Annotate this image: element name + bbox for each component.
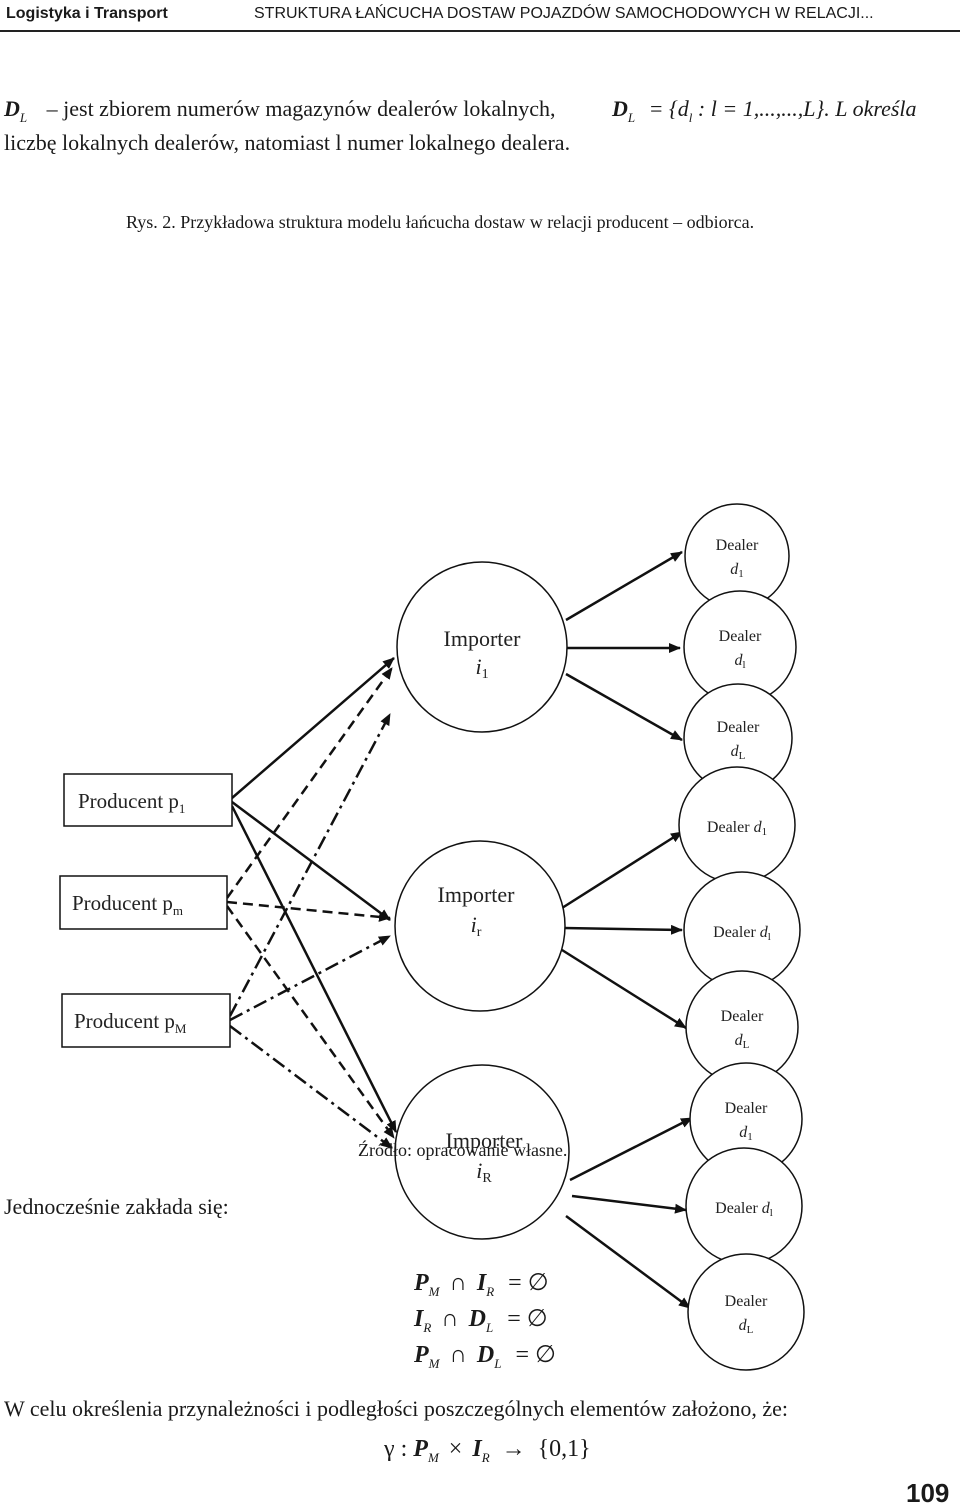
running-title: STRUKTURA ŁAŃCUCHA DOSTAW POJAZDÓW SAMOC… — [254, 5, 874, 22]
edge-ir-dL — [561, 948, 687, 1030]
edge-i1-dL — [565, 672, 683, 742]
figure-source: Źródło: opracowanie własne. — [358, 1140, 568, 1160]
svg-text:dL: dL — [739, 1317, 754, 1336]
edge-iR-dL — [565, 1214, 691, 1310]
edge-pM-iR — [229, 1025, 393, 1149]
svg-text:Importer: Importer — [446, 1128, 524, 1153]
svg-text:Dealer: Dealer — [717, 719, 760, 736]
edge-p1-iR — [230, 805, 398, 1133]
dealer-7: Dealer d1 — [689, 1062, 803, 1176]
svg-text:Dealer: Dealer — [716, 537, 759, 554]
dealer-1: Dealer d1 — [684, 503, 790, 609]
svg-text:dL: dL — [731, 743, 746, 762]
svg-text:Producent pm: Producent pm — [72, 891, 183, 918]
importer-i1: Importer i1 — [396, 561, 568, 733]
supply-chain-diagram: Producent p1 Producent pm Producent pM I… — [59, 503, 805, 1371]
producer-pm: Producent pm — [59, 875, 228, 930]
importer-iR: Importer iR — [394, 1064, 570, 1240]
svg-text:i1: i1 — [475, 654, 488, 682]
equation-2: IR ∩ DL = ∅ — [414, 1306, 548, 1335]
svg-text:Producent pM: Producent pM — [74, 1009, 187, 1036]
producer-p1: Producent p1 — [63, 773, 233, 827]
dealer-3: Dealer dL — [683, 683, 793, 793]
gamma-mapping: γ : PM × IR → {0,1} — [384, 1436, 591, 1465]
edge-i1-d1 — [565, 550, 683, 622]
paragraph-2: W celu określenia przynależności i podle… — [4, 1396, 788, 1421]
svg-text:ir: ir — [471, 912, 482, 940]
svg-text:Dealer: Dealer — [719, 628, 762, 645]
intro-line-2: liczbę lokalnych dealerów, natomiast l n… — [4, 130, 571, 155]
edge-p1-i1 — [231, 657, 395, 799]
svg-text:Dealer: Dealer — [725, 1100, 768, 1117]
journal-name: Logistyka i Transport — [6, 5, 168, 22]
svg-text:Dealer: Dealer — [721, 1008, 764, 1025]
svg-text:Importer: Importer — [438, 882, 516, 907]
svg-text:iR: iR — [476, 1158, 492, 1186]
edge-iR-d1 — [569, 1116, 693, 1182]
figure-caption: Rys. 2. Przykładowa struktura modelu łań… — [126, 212, 755, 232]
edge-pm-iR — [225, 905, 396, 1139]
edge-pM-ir — [229, 934, 391, 1022]
importer-ir: Importer ir — [394, 840, 566, 1012]
equation-3: PM ∩ DL = ∅ — [414, 1342, 556, 1371]
svg-text:Producent p1: Producent p1 — [78, 789, 185, 816]
equation-1: PM ∩ IR = ∅ — [414, 1270, 549, 1299]
svg-text:d1: d1 — [739, 1124, 753, 1143]
set-definition: DL = {dl : l = 1,...,...,L}. L określa — [612, 96, 917, 125]
edge-iR-dl — [571, 1194, 687, 1214]
dealer-2: Dealer dl — [683, 590, 797, 704]
svg-text:d1: d1 — [730, 561, 744, 580]
svg-text:Dealer: Dealer — [725, 1293, 768, 1310]
running-header: Logistyka i Transport STRUKTURA ŁAŃCUCHA… — [0, 0, 960, 30]
page-number: 109 — [906, 1478, 950, 1508]
dealer-9: Dealer dL — [687, 1253, 805, 1371]
edge-ir-d1 — [561, 830, 683, 910]
svg-text:dl: dl — [734, 652, 745, 671]
edge-pm-ir — [226, 900, 391, 922]
header-rule — [0, 30, 960, 32]
intro-line-1: DL – jest zbiorem numerów magazynów deal… — [4, 96, 556, 125]
edge-ir-dl — [563, 924, 683, 935]
assumption-text: Jednocześnie zakłada się: — [4, 1194, 229, 1219]
producer-pM: Producent pM — [61, 993, 231, 1048]
edge-pM-i1 — [228, 713, 392, 1017]
svg-text:dL: dL — [735, 1032, 750, 1051]
symbol-d: D — [4, 96, 20, 121]
intro-text: – jest zbiorem numerów magazynów dealeró… — [46, 96, 556, 121]
svg-text:Importer: Importer — [444, 626, 522, 651]
